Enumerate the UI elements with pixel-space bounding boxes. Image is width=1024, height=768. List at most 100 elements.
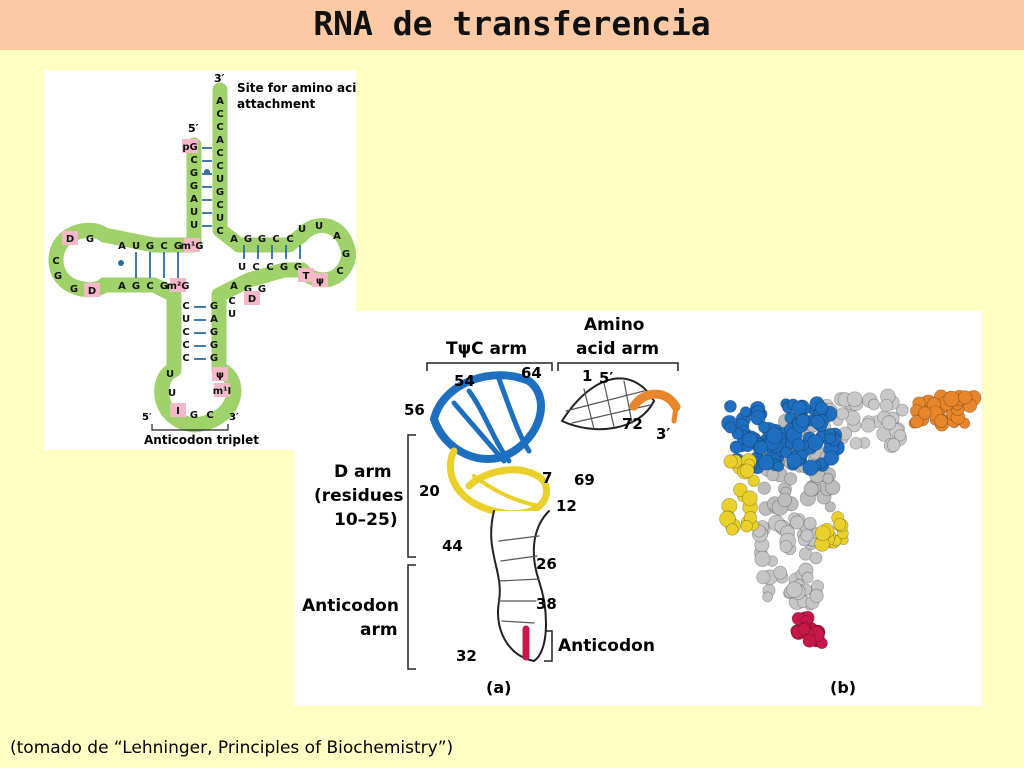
title-bar	[0, 0, 1024, 50]
acc3-nuc-4: C	[216, 148, 223, 159]
anticodon-triplet-label: Anticodon triplet	[144, 433, 259, 447]
d-arm-label-1: D arm	[334, 462, 392, 482]
grey-acceptor-sphere	[849, 436, 863, 450]
acc5-nuc-0: pG	[182, 142, 197, 153]
yellow-d-left-sphere	[723, 454, 738, 469]
blue-tpsic-sphere	[729, 440, 743, 454]
dbot-nuc-1: G	[132, 281, 140, 292]
dloop-nuc-1: G	[86, 234, 94, 245]
var-nuc-3: D	[248, 294, 256, 305]
acc3-nuc-8: C	[216, 200, 223, 211]
blue-tpsic-sphere	[723, 399, 737, 413]
grey-lower-sphere	[779, 540, 793, 554]
orange-amino-sphere	[910, 414, 924, 429]
tbot-nuc-3: G	[280, 262, 288, 273]
grey-lower-sphere	[790, 515, 805, 530]
acl-nuc-3: C	[182, 340, 189, 351]
anticodon-bracket-b	[544, 630, 553, 662]
yellow-d-left-sphere	[741, 490, 758, 507]
structure-diagram: TψC arm Amino acid arm D arm (residues 1…	[302, 315, 982, 697]
dtop-nuc-5-mark	[184, 238, 200, 252]
blue-tpsic-sphere	[724, 421, 737, 434]
amino-arm-label-1: Amino	[584, 315, 644, 335]
blue-tpsic-sphere	[786, 452, 803, 469]
red-anticodon-sphere	[802, 633, 817, 648]
blue-tpsic-sphere	[823, 450, 839, 466]
acr-nuc-1: A	[210, 314, 218, 325]
ttop-nuc-2: G	[258, 234, 266, 245]
tbot-nuc-2: C	[266, 262, 273, 273]
ttop-nuc-3: C	[272, 234, 279, 245]
orange-amino-sphere	[943, 390, 960, 408]
dtop-nuc-3: C	[160, 241, 167, 252]
dloop-nuc-0: D	[66, 234, 74, 245]
structure-panel: TψC arm Amino acid arm D arm (residues 1…	[294, 311, 982, 706]
acloop-nuc-6-mark	[212, 367, 228, 381]
space-filling-model	[719, 388, 982, 650]
dtop-nuc-2: G	[146, 241, 154, 252]
d-dot	[118, 260, 124, 266]
yellow-d-left-sphere	[733, 482, 748, 498]
grey-core-sphere	[822, 472, 834, 485]
dbot-nuc-2: C	[146, 281, 153, 292]
tpsic-arm-label: TψC arm	[446, 339, 527, 359]
num-32: 32	[456, 647, 477, 665]
acc5-nuc-2: G	[190, 168, 198, 179]
grey-lower-sphere	[801, 571, 814, 584]
blue-tpsic-sphere	[750, 410, 766, 426]
num-3prime: 3′	[656, 425, 670, 443]
panel-a-label: (a)	[486, 678, 511, 697]
grey-acceptor-sphere	[860, 418, 876, 433]
anticodon-arm-label-2: arm	[360, 620, 398, 640]
acc3-nuc-7: G	[216, 187, 224, 198]
grey-acceptor-sphere	[894, 429, 907, 442]
tloop-nuc-3: G	[342, 249, 350, 260]
blue-tpsic-sphere	[810, 414, 825, 430]
grey-lower-sphere	[809, 588, 824, 603]
dloop-nuc-5: D	[88, 286, 96, 297]
yellow-d-left-sphere	[747, 474, 760, 487]
dloop-nuc-2: C	[52, 256, 59, 267]
num-12: 12	[556, 497, 577, 515]
acc3-nuc-2: C	[216, 122, 223, 133]
d-arm-label-2: (residues	[314, 486, 404, 506]
anticodon-arm-label-1: Anticodon	[302, 596, 399, 616]
dloop-nuc-5-mark	[84, 283, 100, 297]
acc5-nuc-3: G	[190, 181, 198, 192]
var-nuc-4: C	[228, 296, 235, 307]
grey-core-sphere	[783, 472, 798, 486]
acr-nuc-0: G	[210, 301, 218, 312]
amino-arm-label-2: acid arm	[576, 339, 659, 359]
acc5-nuc-4: A	[190, 194, 198, 205]
panel-b-label: (b)	[830, 678, 856, 697]
tloop-nuc-6: ψ	[316, 276, 324, 287]
dloop-nuc-3: G	[54, 271, 62, 282]
num-54: 54	[454, 372, 475, 390]
cloverleaf-backbone	[48, 82, 357, 433]
acloop-nuc-0: U	[166, 369, 174, 380]
acc5-nuc-0-mark	[182, 139, 198, 153]
tloop-nuc-5-mark	[298, 268, 314, 282]
dbot-nuc-3: G	[160, 281, 168, 292]
label-5prime-top: 5′	[188, 122, 199, 135]
grey-acceptor-sphere	[881, 415, 897, 430]
ac-3prime-label: 3′	[229, 412, 239, 423]
acloop-nuc-2-mark	[170, 403, 186, 417]
var-nuc-2: G	[258, 284, 266, 295]
acloop-nuc-5: m¹I	[213, 386, 232, 397]
acl-nuc-2: C	[182, 327, 189, 338]
var-nuc-3-mark	[244, 291, 260, 305]
tloop-nuc-6-mark	[312, 273, 328, 287]
acc3-nuc-1: C	[216, 109, 223, 120]
grey-acceptor-sphere	[836, 407, 850, 421]
tloop-nuc-0: U	[298, 224, 306, 235]
grey-lower-sphere	[786, 581, 803, 598]
grey-lower-sphere	[803, 516, 817, 531]
grey-core-sphere	[824, 501, 836, 513]
acc3-nuc-6: U	[216, 174, 224, 185]
grey-lower-sphere	[756, 570, 771, 585]
num-44: 44	[442, 537, 463, 555]
blue-tpsic-sphere	[802, 459, 819, 477]
site-label-line2: attachment	[237, 97, 316, 111]
